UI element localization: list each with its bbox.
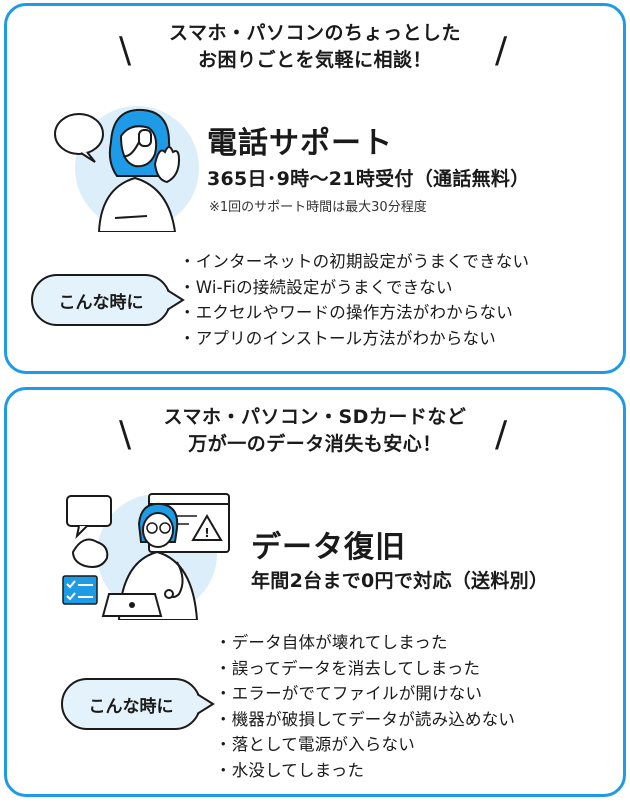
phone-support-note: ※1回のサポート時間は最大30分程度 [209, 200, 427, 215]
headline-line-1: スマホ・パソコン・SDカードなど [163, 406, 467, 428]
data-recovery-title: データ復旧 [251, 530, 406, 565]
left-slash-decoration: \ [119, 414, 132, 455]
right-slash-decoration: / [495, 30, 508, 71]
phone-support-title: 電話サポート [207, 126, 393, 161]
data-recovery-list: データ自体が壊れてしまった 誤ってデータを消去してしまった エラーがでてファイル… [215, 630, 515, 783]
list-item: 機器が破損してデータが読み込めない [215, 707, 515, 733]
data-recovery-bubble: こんな時に [61, 678, 215, 730]
svg-text:!: ! [204, 526, 209, 540]
headline-line-2: 万が一のデータ消失も安心！ [188, 433, 442, 455]
bubble-label: こんな時に [88, 696, 174, 717]
list-item: アプリのインストール方法がわからない [179, 326, 529, 352]
data-recovery-headline: スマホ・パソコン・SDカードなど 万が一のデータ消失も安心！ [7, 404, 623, 458]
right-slash-decoration: / [495, 414, 508, 455]
left-slash-decoration: \ [119, 30, 132, 71]
bubble-label: こんな時に [58, 292, 144, 313]
data-recovery-subtitle: 年間2台まで0円で対応（送料別） [251, 570, 549, 592]
phone-support-list: インターネットの初期設定がうまくできない Wi-Fiの接続設定がうまくできない … [179, 249, 529, 351]
list-item: データ自体が壊れてしまった [215, 630, 515, 656]
list-item: 落として電源が入らない [215, 732, 515, 758]
phone-support-headline: スマホ・パソコンのちょっとした お困りごとを気軽に相談！ [7, 20, 623, 74]
headline-line-2: お困りごとを気軽に相談！ [197, 49, 432, 71]
list-item: 誤ってデータを消去してしまった [215, 656, 515, 682]
bubble-tail [197, 693, 215, 715]
phone-support-hours: 365日･9時～21時受付（通話無料） [207, 168, 530, 190]
data-recovery-card: \ / スマホ・パソコン・SDカードなど 万が一のデータ消失も安心！ ! [4, 387, 626, 797]
list-item: 水没してしまった [215, 758, 515, 784]
list-item: エラーがでてファイルが開けない [215, 681, 515, 707]
phone-support-bubble: こんな時に [31, 274, 185, 326]
list-item: Wi-Fiの接続設定がうまくできない [179, 275, 529, 301]
headline-line-1: スマホ・パソコンのちょっとした [169, 22, 461, 44]
headset-operator-illustration [54, 106, 199, 232]
list-item: エクセルやワードの操作方法がわからない [179, 300, 529, 326]
data-doctor-illustration: ! [62, 493, 230, 620]
list-item: インターネットの初期設定がうまくできない [179, 249, 529, 275]
phone-support-card: \ / スマホ・パソコンのちょっとした お困りごとを気軽に相談！ 電話サポート … [4, 3, 626, 374]
